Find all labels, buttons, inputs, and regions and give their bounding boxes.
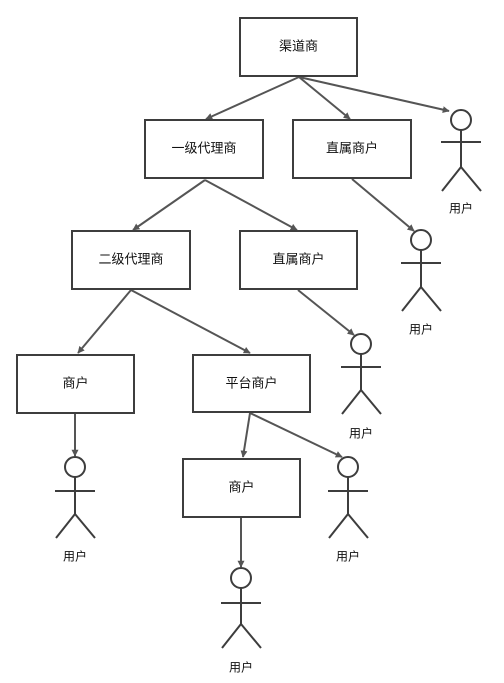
node-platform-merchant-label: 平台商户 bbox=[225, 376, 277, 392]
actor-user-6-label: 用户 bbox=[229, 660, 253, 675]
edge-channel-to-level1 bbox=[205, 76, 300, 120]
actor-user-6: 用户 bbox=[221, 567, 262, 675]
actor-user-5-label: 用户 bbox=[336, 549, 360, 564]
edge-channel-to-direct-a bbox=[298, 76, 351, 120]
edge-level1-to-level2 bbox=[132, 179, 206, 231]
actor-user-3: 用户 bbox=[341, 333, 382, 441]
user-icon bbox=[55, 456, 96, 539]
user-icon bbox=[401, 229, 442, 312]
edge-level1-to-direct-b bbox=[204, 179, 298, 231]
node-platform-merchant: 平台商户 bbox=[192, 354, 311, 413]
edge-platform-to-merchant-b bbox=[240, 412, 251, 458]
user-icon bbox=[328, 456, 369, 539]
actor-user-2-label: 用户 bbox=[409, 322, 433, 337]
edge-platform-to-user-5 bbox=[249, 412, 343, 458]
actor-user-2: 用户 bbox=[401, 229, 442, 337]
actor-user-1-label: 用户 bbox=[449, 201, 473, 216]
node-direct-merchant-a-label: 直属商户 bbox=[326, 141, 378, 157]
node-merchant-a-label: 商户 bbox=[62, 376, 88, 392]
actor-user-4: 用户 bbox=[55, 456, 96, 564]
node-merchant-a: 商户 bbox=[16, 354, 135, 414]
node-merchant-b: 商户 bbox=[182, 458, 301, 518]
edge-level2-to-merchant-a bbox=[77, 289, 132, 354]
user-icon bbox=[341, 333, 382, 415]
actor-user-1: 用户 bbox=[441, 109, 482, 216]
user-icon bbox=[221, 567, 262, 649]
actor-user-4-label: 用户 bbox=[63, 549, 87, 564]
node-level1-agent-label: 一级代理商 bbox=[171, 142, 236, 157]
node-level1-agent: 一级代理商 bbox=[144, 119, 264, 179]
node-direct-merchant-a: 直属商户 bbox=[292, 119, 412, 179]
edge-level2-to-platform bbox=[130, 289, 251, 354]
user-icon bbox=[441, 109, 482, 192]
node-merchant-b-label: 商户 bbox=[228, 480, 254, 496]
node-channel-label: 渠道商 bbox=[279, 40, 318, 55]
node-level2-agent: 二级代理商 bbox=[71, 230, 191, 290]
actor-user-5: 用户 bbox=[328, 456, 369, 564]
node-direct-merchant-b: 直属商户 bbox=[239, 230, 358, 290]
edge-channel-to-user-1 bbox=[298, 76, 450, 114]
edge-direct-a-to-user-2 bbox=[351, 178, 415, 232]
actor-user-3-label: 用户 bbox=[349, 426, 373, 441]
node-direct-merchant-b-label: 直属商户 bbox=[272, 252, 324, 268]
edges bbox=[71, 76, 450, 568]
edge-direct-b-to-user-3 bbox=[297, 289, 355, 336]
node-channel: 渠道商 bbox=[239, 17, 358, 77]
node-level2-agent-label: 二级代理商 bbox=[98, 253, 163, 268]
